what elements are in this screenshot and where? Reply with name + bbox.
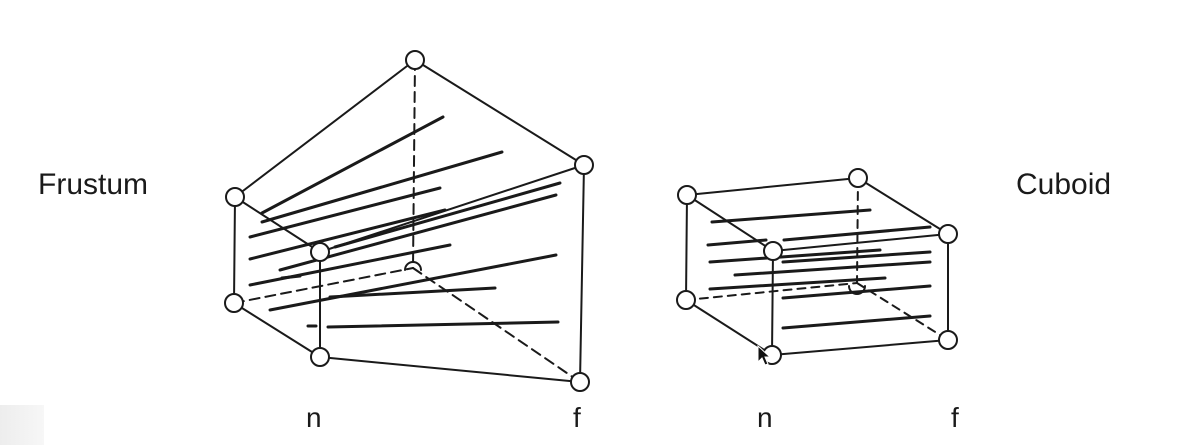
cuboid-label: Cuboid — [1016, 168, 1112, 201]
cuboid-near-label: n — [757, 402, 773, 433]
frustum-vertex — [224, 293, 244, 313]
frustum-squish-line — [280, 274, 302, 280]
frustum-squish-line — [333, 181, 562, 249]
frustum-vertex — [574, 155, 594, 175]
cuboid-vertex — [677, 185, 697, 205]
mouse-cursor-icon — [757, 344, 772, 366]
cuboid-edge — [771, 339, 949, 356]
frustum-vertex — [570, 372, 590, 392]
cuboid-vertex — [848, 168, 868, 188]
cuboid-squish-line — [782, 225, 932, 242]
frustum-squish-line — [260, 150, 504, 224]
cuboid-far-label: f — [951, 402, 959, 433]
frustum-far-label: f — [573, 402, 581, 433]
frustum-edge — [234, 59, 416, 198]
frustum-squish-line — [248, 208, 447, 261]
cuboid-figure — [676, 168, 958, 365]
cuboid-hidden-edge — [856, 282, 949, 341]
frustum-squish-line — [328, 286, 497, 299]
cuboid-hidden-vertex — [848, 285, 866, 295]
cuboid-edge — [857, 177, 949, 235]
cuboid-vertex — [938, 330, 958, 350]
cuboid-edge — [772, 233, 949, 252]
frustum-squish-line — [260, 115, 445, 215]
cuboid-squish-line — [781, 250, 932, 264]
frustum-edge — [234, 196, 321, 253]
frustum-edge — [414, 59, 585, 166]
frustum-label: Frustum — [38, 168, 149, 201]
cuboid-squish-line — [781, 284, 932, 300]
frustum-figure — [224, 50, 594, 392]
frustum-edge — [233, 196, 236, 304]
corner-smudge — [0, 405, 44, 445]
frustum-vertex — [405, 50, 425, 70]
frustum-edge — [319, 356, 581, 383]
frustum-hidden-vertex — [404, 261, 422, 271]
cuboid-edge — [686, 177, 859, 196]
frustum-vertex — [225, 187, 245, 207]
frustum-edge — [579, 164, 585, 383]
cuboid-vertex — [763, 241, 783, 261]
cuboid-squish-line — [781, 314, 932, 330]
frustum-hidden-edge — [233, 267, 414, 304]
cuboid-hidden-edge — [685, 282, 858, 301]
cuboid-edge — [771, 250, 774, 356]
frustum-edge — [233, 302, 321, 358]
cuboid-squish-line — [706, 238, 768, 247]
cuboid-squish-line — [710, 208, 872, 224]
cuboid-vertex — [676, 290, 696, 310]
frustum-hidden-edge — [412, 267, 581, 383]
frustum-vertex — [310, 242, 330, 262]
frustum-squish-line — [326, 320, 560, 329]
cuboid-squish-line — [708, 248, 882, 264]
cuboid-edge — [685, 194, 688, 301]
cuboid-squish-line — [708, 276, 887, 291]
cuboid-vertex — [938, 224, 958, 244]
frustum-vertex — [310, 347, 330, 367]
cuboid-squish-line — [733, 260, 932, 277]
frustum-squish-line — [268, 253, 558, 312]
frustum-near-label: n — [306, 402, 322, 433]
frustum-squish-line — [248, 186, 442, 239]
frustum-hidden-edge — [412, 59, 416, 269]
